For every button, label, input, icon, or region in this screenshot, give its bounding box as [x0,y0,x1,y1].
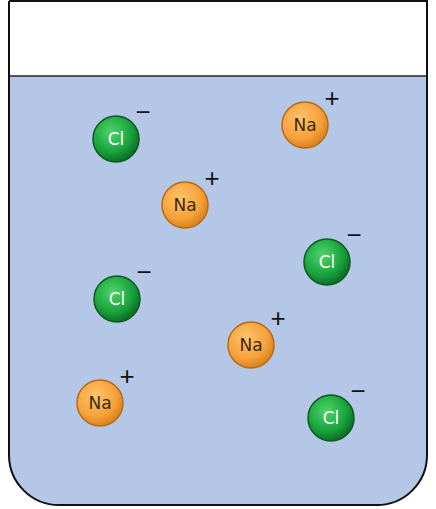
ion-charge: + [324,85,339,111]
element-symbol: Cl [109,291,126,308]
ion-circle-shape [228,322,274,368]
liquid-surface [9,75,427,77]
chloride-ion: Cl− [93,275,141,323]
chloride-ion: Cl− [303,238,351,286]
chloride-ion: Cl− [92,115,140,163]
element-symbol: Na [173,197,196,214]
ion-charge: + [270,305,285,331]
element-symbol: Cl [108,131,125,148]
ion-charge: − [346,222,361,248]
ion-circle-shape [94,276,140,322]
chloride-ion: Cl− [307,394,355,442]
element-symbol: Cl [319,254,336,271]
ion-circle-shape [77,380,123,426]
ion-charge: − [136,259,151,285]
ion-circle-shape [162,182,208,228]
liquid [9,76,427,505]
element-symbol: Na [239,337,262,354]
ion-charge: + [204,165,219,191]
beaker-outline [9,1,427,505]
sodium-ion: Na+ [281,101,329,149]
element-symbol: Na [293,117,316,134]
ion-circle-shape [304,239,350,285]
ion-circle-shape [282,102,328,148]
element-symbol: Cl [323,410,340,427]
sodium-ion: Na+ [161,181,209,229]
sodium-ion: Na+ [76,379,124,427]
ion-charge: − [135,99,150,125]
ion-charge: + [119,363,134,389]
element-symbol: Na [88,395,111,412]
ion-circle-shape [308,395,354,441]
ion-charge: − [350,378,365,404]
sodium-ion: Na+ [227,321,275,369]
ion-circle-shape [93,116,139,162]
